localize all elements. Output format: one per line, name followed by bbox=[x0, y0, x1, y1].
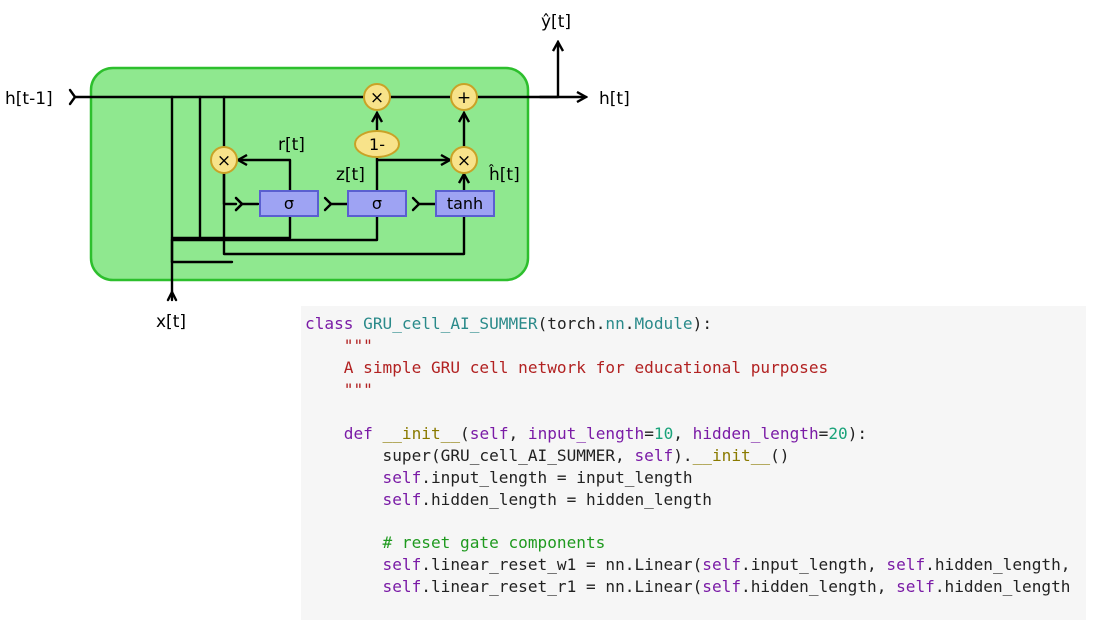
code-token: self bbox=[469, 423, 509, 443]
svg-text:×: × bbox=[370, 88, 384, 108]
code-token bbox=[305, 336, 344, 355]
code-token: """ bbox=[343, 379, 373, 399]
label-y-hat: ŷ[t] bbox=[541, 12, 571, 32]
tanh-block: tanh bbox=[435, 190, 495, 217]
code-token: .hidden_length bbox=[934, 577, 1071, 597]
code-line: """ bbox=[305, 335, 1086, 357]
code-panel: class GRU_cell_AI_SUMMER(torch.nn.Module… bbox=[301, 306, 1086, 620]
add-top-op: + bbox=[450, 83, 478, 111]
code-line: def __init__(self, input_length=10, hidd… bbox=[305, 423, 1086, 445]
gru-cell-diagram: × + 1- × × σ σ tanh bbox=[5, 12, 630, 332]
code-token: self bbox=[886, 555, 926, 575]
code-token: , bbox=[673, 423, 693, 443]
code-token: self bbox=[634, 445, 674, 465]
code-token bbox=[305, 577, 383, 596]
code-token: def bbox=[343, 423, 383, 443]
code-line: self.hidden_length = hidden_length bbox=[305, 489, 1086, 511]
code-token: self bbox=[382, 489, 422, 509]
code-token: nn bbox=[605, 314, 625, 333]
code-token: () bbox=[770, 445, 790, 465]
code-token: Module bbox=[634, 314, 693, 333]
code-token: .linear_reset_w1 = nn.Linear( bbox=[421, 555, 703, 575]
label-z: z[t] bbox=[336, 165, 365, 185]
code-token: .linear_reset_r1 = nn.Linear( bbox=[421, 577, 703, 597]
code-line: self.linear_reset_r1 = nn.Linear(self.hi… bbox=[305, 576, 1086, 598]
code-token bbox=[305, 424, 344, 443]
code-line bbox=[305, 401, 1086, 423]
code-token: hidden_length bbox=[692, 423, 819, 443]
code-line: """ bbox=[305, 379, 1086, 401]
svg-text:σ: σ bbox=[372, 194, 382, 213]
x-input-line bbox=[170, 214, 379, 302]
code-token: self bbox=[382, 577, 422, 597]
code-block: class GRU_cell_AI_SUMMER(torch.nn.Module… bbox=[301, 306, 1086, 598]
code-token: input_length bbox=[527, 423, 645, 443]
code-token: 10 bbox=[653, 423, 674, 443]
code-token: __init__ bbox=[692, 445, 771, 465]
mult-update-op: × bbox=[450, 146, 478, 174]
code-token bbox=[305, 533, 383, 552]
svg-text:+: + bbox=[457, 88, 471, 108]
code-token: super(GRU_cell_AI_SUMMER, bbox=[305, 445, 635, 465]
code-token bbox=[305, 468, 383, 487]
label-h-tilde: ĥ[t] bbox=[488, 163, 520, 185]
code-token: """ bbox=[343, 335, 373, 355]
code-token: .input_length = input_length bbox=[421, 467, 693, 487]
sigma-update-block: σ bbox=[347, 190, 407, 217]
svg-text:×: × bbox=[217, 151, 231, 171]
code-token: self bbox=[382, 555, 422, 575]
code-token: .hidden_length = hidden_length bbox=[421, 489, 712, 509]
code-token: A simple GRU cell network for educationa… bbox=[343, 357, 829, 377]
code-line: self.linear_reset_w1 = nn.Linear(self.in… bbox=[305, 554, 1086, 576]
code-token: ): bbox=[692, 314, 713, 333]
code-token bbox=[305, 358, 344, 377]
code-token: = bbox=[818, 423, 829, 443]
label-h-prev: h[t-1] bbox=[5, 89, 53, 109]
code-line: A simple GRU cell network for educationa… bbox=[305, 357, 1086, 379]
code-token: , bbox=[508, 423, 528, 443]
one-minus-op: 1- bbox=[354, 130, 400, 158]
label-h-out: h[t] bbox=[599, 89, 630, 109]
code-token: .hidden_length, bbox=[741, 577, 897, 597]
sigma-reset-block: σ bbox=[259, 190, 319, 217]
code-token: self bbox=[382, 467, 422, 487]
code-token: .hidden_length, bbox=[925, 555, 1071, 575]
code-line bbox=[305, 510, 1086, 532]
code-token: 20 bbox=[828, 423, 848, 443]
code-token: GRU_cell_AI_SUMMER bbox=[363, 314, 538, 333]
code-line: super(GRU_cell_AI_SUMMER, self).__init__… bbox=[305, 445, 1086, 467]
code-token: ). bbox=[673, 445, 693, 465]
code-token bbox=[305, 380, 344, 399]
code-line: self.input_length = input_length bbox=[305, 467, 1086, 489]
code-token: ): bbox=[847, 423, 868, 443]
code-token: (torch. bbox=[537, 314, 606, 333]
code-token: ( bbox=[460, 423, 470, 443]
code-line: # reset gate components bbox=[305, 532, 1086, 554]
svg-text:σ: σ bbox=[284, 194, 294, 213]
svg-text:tanh: tanh bbox=[447, 194, 483, 213]
code-token bbox=[305, 555, 383, 574]
svg-text:1-: 1- bbox=[369, 135, 385, 154]
code-token: self bbox=[702, 555, 742, 575]
svg-text:×: × bbox=[457, 151, 471, 171]
code-token: . bbox=[624, 314, 635, 333]
code-token: self bbox=[702, 577, 742, 597]
code-token bbox=[305, 490, 383, 509]
label-x-in: x[t] bbox=[156, 312, 186, 332]
code-token: .input_length, bbox=[741, 555, 887, 575]
code-token: = bbox=[644, 423, 654, 443]
y-hat-branch bbox=[538, 42, 558, 99]
code-token: __init__ bbox=[382, 423, 461, 443]
code-line: class GRU_cell_AI_SUMMER(torch.nn.Module… bbox=[305, 313, 1086, 335]
code-token: class bbox=[305, 314, 364, 333]
mult-reset-op: × bbox=[210, 146, 238, 174]
code-token: self bbox=[896, 577, 935, 597]
mult-top-op: × bbox=[363, 83, 391, 111]
code-token: # reset gate components bbox=[382, 533, 606, 553]
label-r: r[t] bbox=[278, 135, 305, 155]
